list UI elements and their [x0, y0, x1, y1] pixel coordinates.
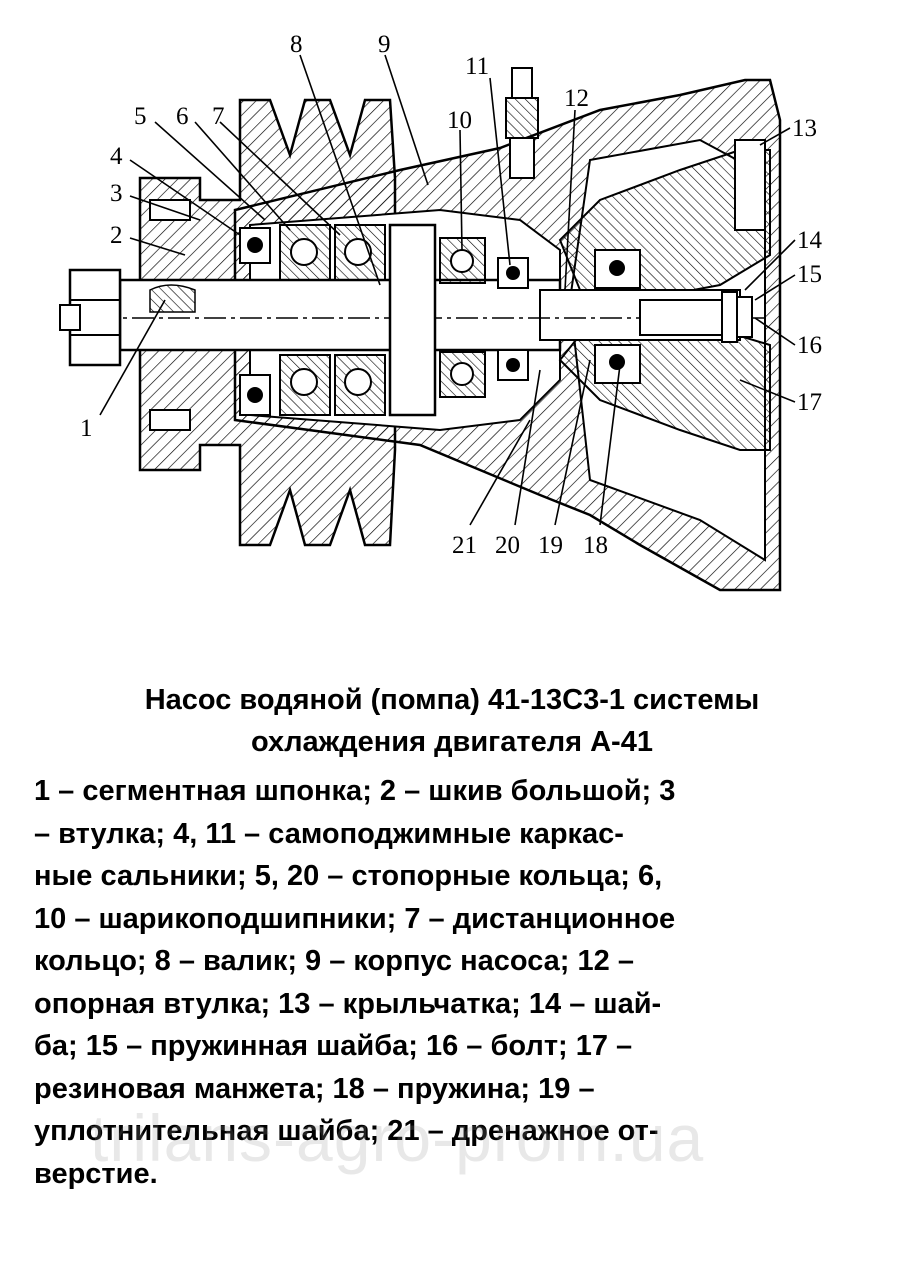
callout-13: 13 — [792, 115, 817, 142]
callout-16: 16 — [797, 332, 822, 359]
callout-10: 10 — [447, 107, 472, 134]
watermark: trilans-agro-prom.ua — [90, 1101, 705, 1175]
callout-4: 4 — [110, 143, 123, 170]
callout-2: 2 — [110, 222, 123, 249]
callout-6: 6 — [176, 103, 189, 130]
callout-5: 5 — [134, 103, 147, 130]
callout-21: 21 — [452, 532, 477, 559]
parts-legend: 1 – сегментная шпонка; 2 – шкив большой;… — [34, 770, 874, 1195]
impeller-bolt — [639, 291, 753, 343]
callout-14: 14 — [797, 227, 823, 254]
callout-labels: 1 2 3 4 5 6 7 8 9 10 11 12 13 14 15 16 1… — [80, 31, 823, 559]
leader-lines — [99, 54, 796, 526]
legend-line: 1 – сегментная шпонка; 2 – шкив большой;… — [34, 775, 676, 807]
seals — [239, 227, 641, 416]
callout-12: 12 — [564, 85, 589, 112]
grease-nipple — [505, 67, 539, 179]
legend-line: – втулка; 4, 11 – самоподжимные каркас- — [34, 817, 624, 850]
legend-line: ба; 15 – пружинная шайба; 16 – болт; 17 … — [34, 1030, 633, 1062]
callout-1: 1 — [80, 415, 93, 442]
legend-line: резиновая манжета; 18 – пружина; 19 – — [34, 1072, 595, 1105]
callout-9: 9 — [378, 31, 391, 58]
legend-line: верстие. — [34, 1157, 158, 1190]
callout-8: 8 — [290, 31, 303, 58]
callout-17: 17 — [797, 389, 822, 416]
callout-7: 7 — [212, 103, 225, 130]
legend-line: кольцо; 8 – валик; 9 – корпус насоса; 12… — [34, 945, 634, 977]
legend-line: ные сальники; 5, 20 – стопорные кольца; … — [34, 860, 663, 892]
callout-20: 20 — [495, 532, 520, 559]
shaft-nut — [59, 268, 122, 367]
caption-title-line-1: Насос водяной (помпа) 41-13С3-1 системы — [144, 684, 760, 716]
pump-cross-section-drawing: 1 2 3 4 5 6 7 8 9 10 11 12 13 14 15 16 1… — [59, 31, 823, 592]
callout-11: 11 — [465, 53, 489, 80]
callout-19: 19 — [538, 532, 563, 559]
legend-line: опорная втулка; 13 – крыльчатка; 14 – ша… — [34, 987, 662, 1020]
callout-18: 18 — [583, 532, 608, 559]
caption-title-line-2: охлаждения двигателя А-41 — [251, 726, 653, 758]
callout-3: 3 — [110, 180, 123, 207]
legend-line: 10 – шарикоподшипники; 7 – дистанционное — [34, 902, 676, 935]
callout-15: 15 — [797, 261, 822, 288]
legend-line: уплотнительная шайба; 21 – дренажное от- — [34, 1115, 659, 1147]
